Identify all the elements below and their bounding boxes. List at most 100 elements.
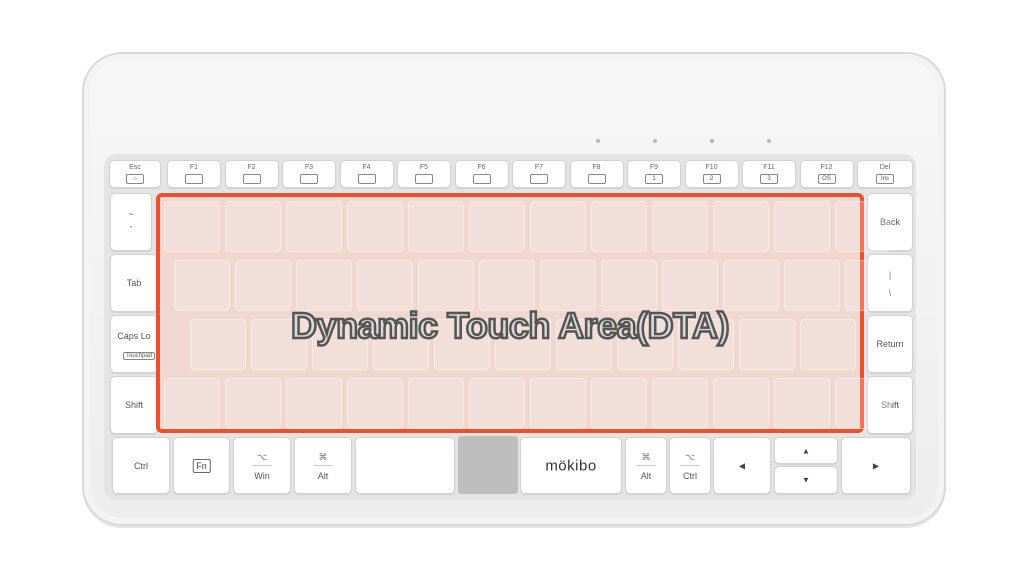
dta-key-cell	[845, 260, 901, 311]
right-shift-key[interactable]: Shift	[867, 376, 913, 434]
arrow-down-key[interactable]: ▼	[774, 466, 838, 494]
dta-key-cell	[312, 319, 368, 370]
return-key[interactable]: Return	[867, 315, 913, 373]
caps-label: Caps Lo	[117, 331, 151, 341]
dta-key-cell	[601, 260, 657, 311]
backslash-key[interactable]: | \	[867, 254, 913, 312]
tab-label: Tab	[126, 278, 142, 288]
f2-key[interactable]: F2	[224, 160, 279, 188]
left-space-key[interactable]	[355, 437, 455, 494]
caps-lock-key[interactable]: Caps Lo Touchpad	[110, 315, 158, 373]
return-label: Return	[876, 339, 904, 349]
dta-key-cell	[713, 378, 769, 429]
status-led	[767, 139, 771, 143]
f8-icon	[587, 174, 606, 184]
dta-key-cell	[652, 378, 708, 429]
arrow-right-key[interactable]: ▶	[841, 437, 911, 494]
dta-key-cell	[373, 319, 429, 370]
touchpad-button[interactable]	[458, 436, 518, 494]
dta-key-cell	[357, 260, 413, 311]
dta-key-cell	[617, 319, 673, 370]
dta-key-cell	[652, 201, 708, 252]
dta-key-cell	[800, 319, 856, 370]
esc-label: Esc	[129, 164, 141, 171]
dta-key-cell	[469, 378, 525, 429]
arrow-left-key[interactable]: ◀	[713, 437, 771, 494]
touchpad-label: Touchpad	[123, 352, 156, 360]
arrow-up-key[interactable]: ▲	[774, 437, 838, 464]
f1-key[interactable]: F1	[167, 160, 221, 188]
dta-key-cell	[530, 378, 586, 429]
status-led	[710, 139, 714, 143]
f2-label: F2	[247, 164, 256, 171]
dta-key-cell	[347, 378, 403, 429]
option-icon: ⌥	[684, 452, 696, 462]
right-ctrl-label: Ctrl	[683, 471, 697, 481]
tilde-key[interactable]: ~ `	[110, 193, 152, 251]
dta-key-cell	[347, 201, 403, 252]
tab-key[interactable]: Tab	[110, 254, 158, 312]
status-led	[653, 139, 657, 143]
key-divider	[252, 465, 272, 466]
f12-icon: OS	[817, 174, 836, 184]
esc-key[interactable]: Esc ⌂	[109, 160, 161, 188]
dta-key-cell	[418, 260, 474, 311]
right-ctrl-key[interactable]: ⌥ Ctrl	[669, 437, 711, 494]
right-alt-key[interactable]: ⌘ Alt	[625, 437, 667, 494]
home-icon: ⌂	[126, 174, 144, 184]
dta-key-cell	[469, 201, 525, 252]
f4-key[interactable]: F4	[339, 160, 394, 188]
f4-icon	[357, 174, 376, 184]
left-alt-key[interactable]: ⌘ Alt	[294, 437, 352, 494]
dta-key-cell	[408, 201, 464, 252]
dta-key-cell	[225, 201, 281, 252]
fn-key[interactable]: Fn	[173, 437, 230, 494]
tilde-label: ~	[128, 209, 134, 219]
right-space-key[interactable]: mökibo	[520, 437, 622, 494]
left-shift-key[interactable]: Shift	[110, 376, 158, 434]
dta-key-cell	[296, 260, 352, 311]
dta-key-cell	[556, 319, 612, 370]
f11-label: F11	[763, 164, 775, 171]
f9-label: F9	[649, 164, 659, 171]
dta-key-cell	[286, 201, 342, 252]
right-shift-label: Shift	[880, 400, 899, 410]
dta-key-cell	[235, 260, 291, 311]
f3-key[interactable]: F3	[282, 160, 336, 188]
f7-key[interactable]: F7	[512, 160, 566, 188]
del-key[interactable]: Del Ins	[857, 160, 913, 188]
f6-key[interactable]: F6	[454, 160, 509, 188]
backtick-label: `	[129, 225, 133, 235]
f5-label: F5	[419, 164, 429, 171]
dta-key-cell	[495, 319, 551, 370]
arrow-left-icon: ◀	[738, 461, 746, 470]
f11-icon: 3	[760, 174, 778, 184]
arrow-right-icon: ▶	[872, 461, 880, 470]
dta-key-cell	[174, 260, 230, 311]
command-icon: ⌘	[318, 452, 328, 462]
win-key[interactable]: ⌥ Win	[233, 437, 291, 494]
alt-label: Alt	[317, 471, 329, 481]
dta-key-cell	[835, 201, 891, 252]
f8-key[interactable]: F8	[569, 160, 624, 188]
dta-key-cell	[835, 378, 891, 429]
arrow-up-icon: ▲	[802, 446, 810, 455]
dta-key-cell	[662, 260, 718, 311]
f5-icon	[415, 174, 433, 184]
dta-key-cell	[408, 378, 464, 429]
f5-key[interactable]: F5	[397, 160, 451, 188]
dta-key-cell	[739, 319, 795, 370]
f8-label: F8	[592, 164, 601, 171]
left-ctrl-key[interactable]: Ctrl	[112, 437, 170, 494]
f7-label: F7	[534, 164, 544, 171]
dta-key-cell	[286, 378, 342, 429]
f6-icon	[472, 174, 491, 184]
right-alt-label: Alt	[640, 471, 652, 481]
del-label: Del	[879, 164, 891, 171]
dynamic-touch-area[interactable]: Dynamic Touch Area(DTA)	[156, 193, 901, 433]
dta-key-cell	[530, 201, 586, 252]
